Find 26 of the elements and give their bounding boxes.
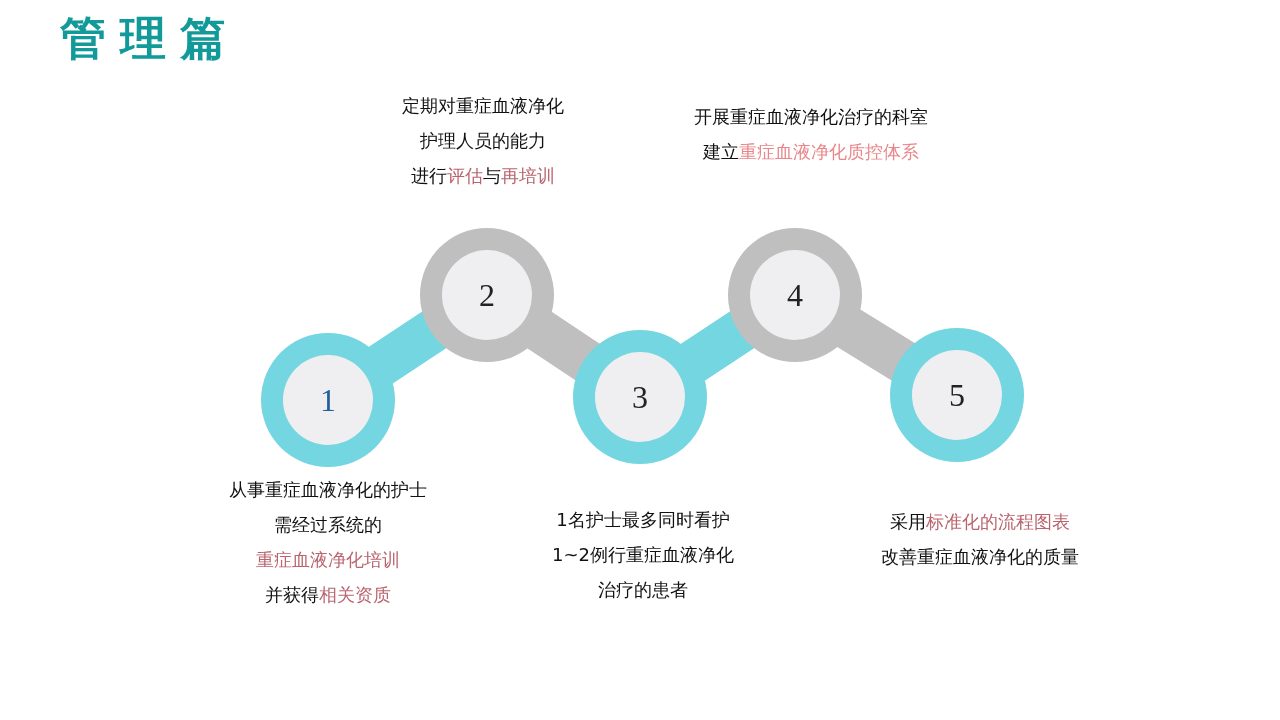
step-number: 5	[948, 376, 966, 415]
description-text: 改善重症血液净化的质量	[881, 545, 1079, 569]
description-text: 1名护士最多同时看护	[556, 508, 730, 532]
description-text: 与	[483, 164, 501, 188]
description-text: 开展重症血液净化治疗的科室	[694, 105, 928, 129]
description-text: 从事重症血液净化的护士	[229, 478, 427, 502]
description-text: 定期对重症血液净化	[402, 94, 564, 118]
step-number: 2	[478, 276, 496, 315]
highlighted-text: 重症血液净化质控体系	[739, 140, 919, 164]
description-text: 需经过系统的	[274, 513, 382, 537]
highlighted-text: 标准化的流程图表	[926, 510, 1070, 534]
description-text: 1~2例行重症血液净化	[552, 543, 734, 567]
title: 管理篇	[60, 10, 240, 67]
description-text: 建立	[703, 140, 739, 164]
step-number: 3	[631, 378, 649, 417]
highlighted-text: 评估	[447, 164, 483, 188]
description-text: 进行	[411, 164, 447, 188]
step-number: 4	[786, 276, 804, 315]
highlighted-text: 重症血液净化培训	[256, 548, 400, 572]
description-text: 护理人员的能力	[420, 129, 546, 153]
step-number: 1	[319, 381, 337, 420]
description-text: 采用	[890, 510, 926, 534]
description-text: 并获得	[265, 583, 319, 607]
description-text: 治疗的患者	[598, 578, 688, 602]
highlighted-text: 相关资质	[319, 583, 391, 607]
highlighted-text: 再培训	[501, 164, 555, 188]
